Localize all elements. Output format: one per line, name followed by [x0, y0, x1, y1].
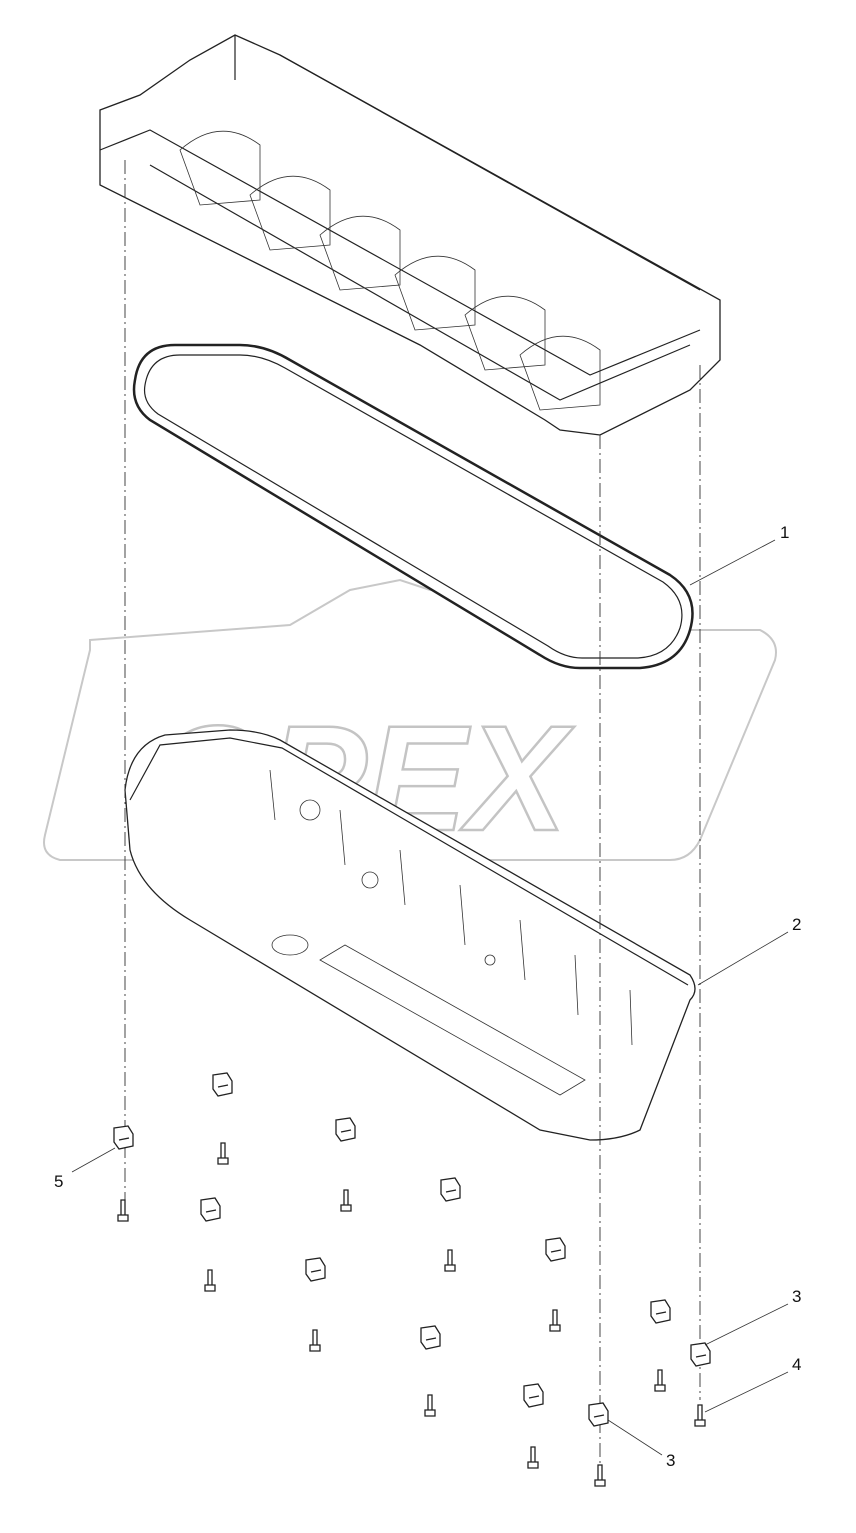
bolt: [204, 1269, 216, 1292]
clip-nut: [200, 1197, 221, 1222]
svg-text:4: 4: [792, 1355, 801, 1374]
clip-nut: [212, 1072, 233, 1097]
clip-nut: [650, 1299, 671, 1324]
bolt: [217, 1142, 229, 1165]
bolt: [594, 1464, 606, 1487]
clip-nut: [523, 1383, 544, 1408]
clip-nut: [545, 1237, 566, 1262]
clip-nut: [588, 1402, 609, 1427]
svg-text:3: 3: [792, 1287, 801, 1306]
clip-nut: [420, 1325, 441, 1350]
bolt: [527, 1446, 539, 1469]
bolt: [654, 1369, 666, 1392]
engine-block: [99, 34, 721, 436]
bolt: [117, 1199, 129, 1222]
bolt: [694, 1404, 706, 1427]
bolt: [340, 1189, 352, 1212]
callout-4: 4: [704, 1355, 801, 1413]
fasteners: [113, 1072, 711, 1487]
clip-nut: [335, 1117, 356, 1142]
clip-nut: [305, 1257, 326, 1282]
clip-nut: [690, 1342, 711, 1367]
bolt: [444, 1249, 456, 1272]
callout-2: 2: [697, 915, 801, 986]
clip-nut: [440, 1177, 461, 1202]
svg-text:1: 1: [780, 523, 789, 542]
oil-pan-gasket: [132, 343, 694, 670]
oil-pan: [124, 729, 696, 1141]
clip-nut: [113, 1125, 134, 1150]
svg-text:2: 2: [792, 915, 801, 934]
callout-3: 3: [704, 1287, 801, 1346]
callout-5: 5: [54, 1147, 116, 1191]
callout-1: 1: [689, 523, 789, 586]
bolt: [424, 1394, 436, 1417]
bolt: [309, 1329, 321, 1352]
callout-3b: 3: [607, 1419, 675, 1470]
svg-text:5: 5: [54, 1172, 63, 1191]
bolt: [549, 1309, 561, 1332]
svg-text:3: 3: [666, 1451, 675, 1470]
